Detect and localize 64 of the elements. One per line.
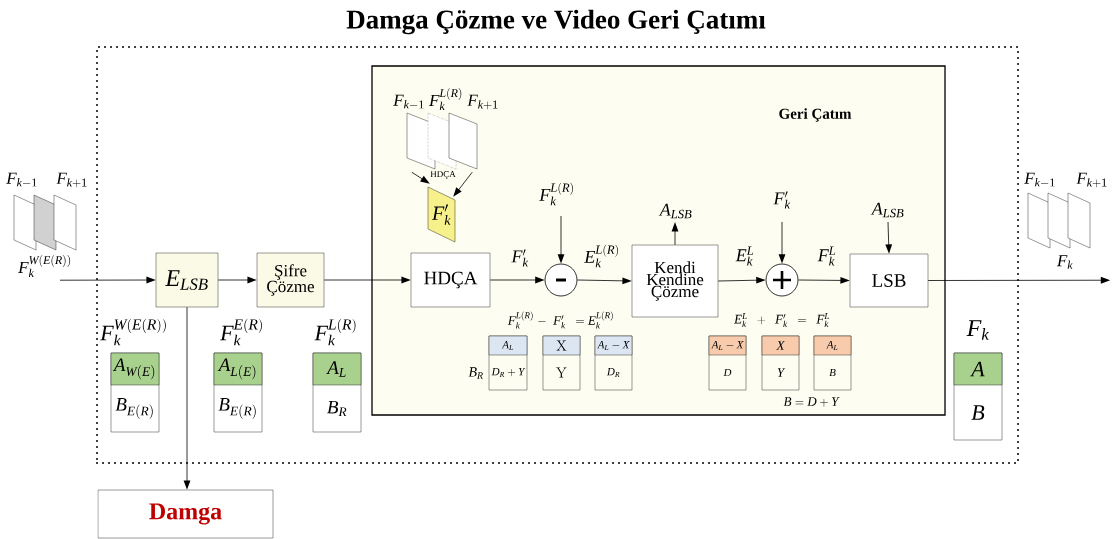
arrow [217, 276, 257, 284]
text-label: HDÇA [430, 171, 456, 179]
table-heading: $F_k^{L(R)}$ [314, 318, 356, 346]
table-heading: $B_R$ [468, 367, 483, 379]
frame-label: $F_k^{W(E(R))}$ [18, 255, 71, 277]
process-box: LSB [849, 253, 929, 308]
frame-label: $F_{k-1}$ [1024, 172, 1055, 187]
frame-label: $F_k^{L(R)}$ [428, 88, 462, 110]
edge-label: $E_k^{L(R)}$ [584, 244, 618, 268]
frame-label: $F_{k+1}$ [467, 94, 498, 110]
arrow [577, 277, 632, 285]
math-label: $B=D+Y$ [783, 397, 840, 407]
bit-plane-table: $A$ $B$ [953, 352, 1003, 441]
frame-label: $F_{k+1}$ [1076, 172, 1107, 188]
math-label: $E_k^L\ \ +\ \ F'_k\ \ =\ \ F_k^L$ [733, 313, 829, 327]
operator-circle [765, 263, 799, 297]
bit-plane-table: $X$ $Y$ [761, 335, 800, 391]
arrow [798, 277, 850, 284]
arrow [411, 171, 430, 184]
edge-label: $F_k^{L(R)}$ [539, 182, 573, 206]
table-heading: $F_k^{E(R)}$ [220, 318, 262, 346]
process-box: Damga [97, 489, 274, 539]
bit-plane-table: $A_L-X$ $D$ [708, 335, 747, 391]
arrow [59, 276, 156, 284]
arrow [453, 171, 473, 197]
node-label: $B$ [971, 405, 985, 420]
frame-sheet: $F'_k$ [427, 186, 456, 243]
frame-label: $F_k$ [1056, 255, 1073, 269]
bit-plane-table: $\mathrm{X}$ $\mathrm{Y}$ [542, 335, 581, 391]
frame-label: $F_{k+1}$ [56, 172, 87, 188]
bit-plane-table: $A_L$ $B$ [813, 335, 852, 391]
arrow [671, 222, 679, 246]
title: Damga Çözme ve Video Geri Çatımı [346, 9, 766, 35]
arrow [557, 215, 565, 264]
arrow [885, 221, 893, 254]
arrow [778, 221, 786, 264]
arrow [927, 276, 1111, 284]
arrow [183, 306, 191, 490]
bit-plane-table: $A_L$ $B_R$ [312, 352, 362, 433]
frame-label: $F_{k-1}$ [393, 94, 424, 109]
table-heading: $F_k^{W(E(R))}$ [100, 318, 166, 346]
edge-label: $E_k^L$ [735, 246, 754, 266]
table-heading: $F_k$ [966, 320, 990, 340]
edge-label: $A_{LSB}$ [658, 203, 692, 219]
bit-plane-table: $A_{L(E)}$ $B_{E(R)}$ [213, 352, 263, 433]
bit-plane-table: $A_L-X$ $D_R$ [594, 335, 633, 391]
arrow [717, 276, 766, 284]
edge-label: $F'_k$ [773, 191, 791, 209]
node-label: $A$ [970, 361, 985, 377]
frame-label: $F_{k-1}$ [6, 172, 37, 187]
process-box: Şifre Çözme [256, 252, 325, 308]
operator-circle [544, 263, 578, 297]
arrow [489, 276, 545, 284]
dotted-frame [96, 46, 1019, 464]
process-box: HDÇA [410, 252, 491, 308]
bit-plane-table: $A_L$ $D_R+Y$ [488, 335, 528, 391]
process-box: Kendi Kendine Çözme [631, 244, 719, 318]
edge-label: $A_{LSB}$ [870, 202, 904, 218]
edge-label: $F'_k$ [511, 249, 529, 267]
process-box: $E_{LSB}$ [155, 252, 219, 308]
bit-plane-table: $A_{W(E)}$ $B_{E(R)}$ [110, 352, 160, 433]
arrow [323, 276, 411, 284]
edge-label: $F_k^L$ [817, 246, 836, 266]
math-label: $F_k^{L(R)}\ \mathbf{-}\ \ F'_k\ \ = E_k^{L(R)}$ [507, 311, 613, 329]
